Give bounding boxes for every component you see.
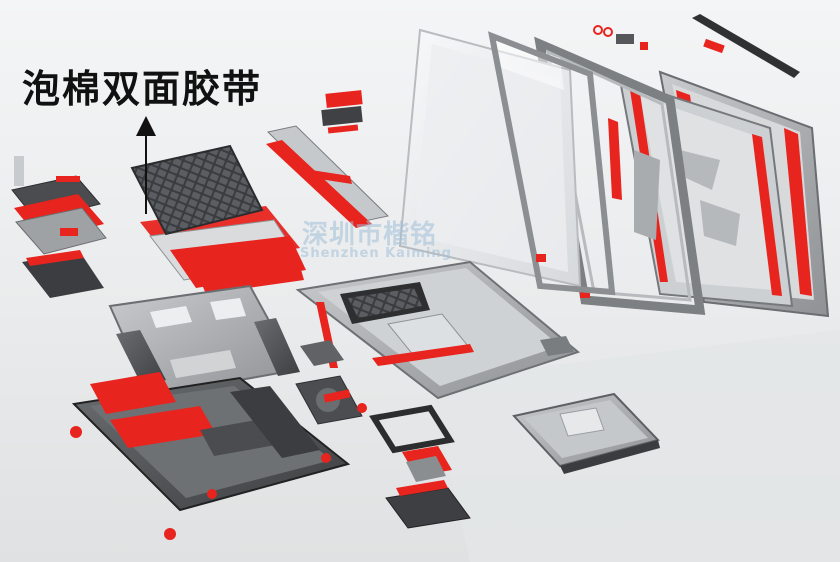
watermark-en: Shenzhen Kaiming xyxy=(300,246,452,261)
display-hinge-cover xyxy=(593,14,800,78)
watermark-cn: 深圳市楷铭 xyxy=(302,220,438,250)
diagram-title: 泡棉双面胶带 xyxy=(22,67,263,111)
speaker-strip xyxy=(266,125,390,228)
touchpad-bracket xyxy=(369,404,471,529)
hinge-left xyxy=(116,318,300,386)
display-panel xyxy=(398,28,582,288)
fan-module xyxy=(295,340,363,425)
palmrest xyxy=(295,260,581,400)
keyboard-assembly xyxy=(130,144,306,294)
optical-drive xyxy=(512,392,660,474)
left-module-stack xyxy=(11,156,107,298)
small-bracket-top xyxy=(321,90,363,134)
foam-pads xyxy=(70,403,367,540)
display-lcd-frame xyxy=(488,31,616,296)
bottom-case xyxy=(71,372,351,512)
